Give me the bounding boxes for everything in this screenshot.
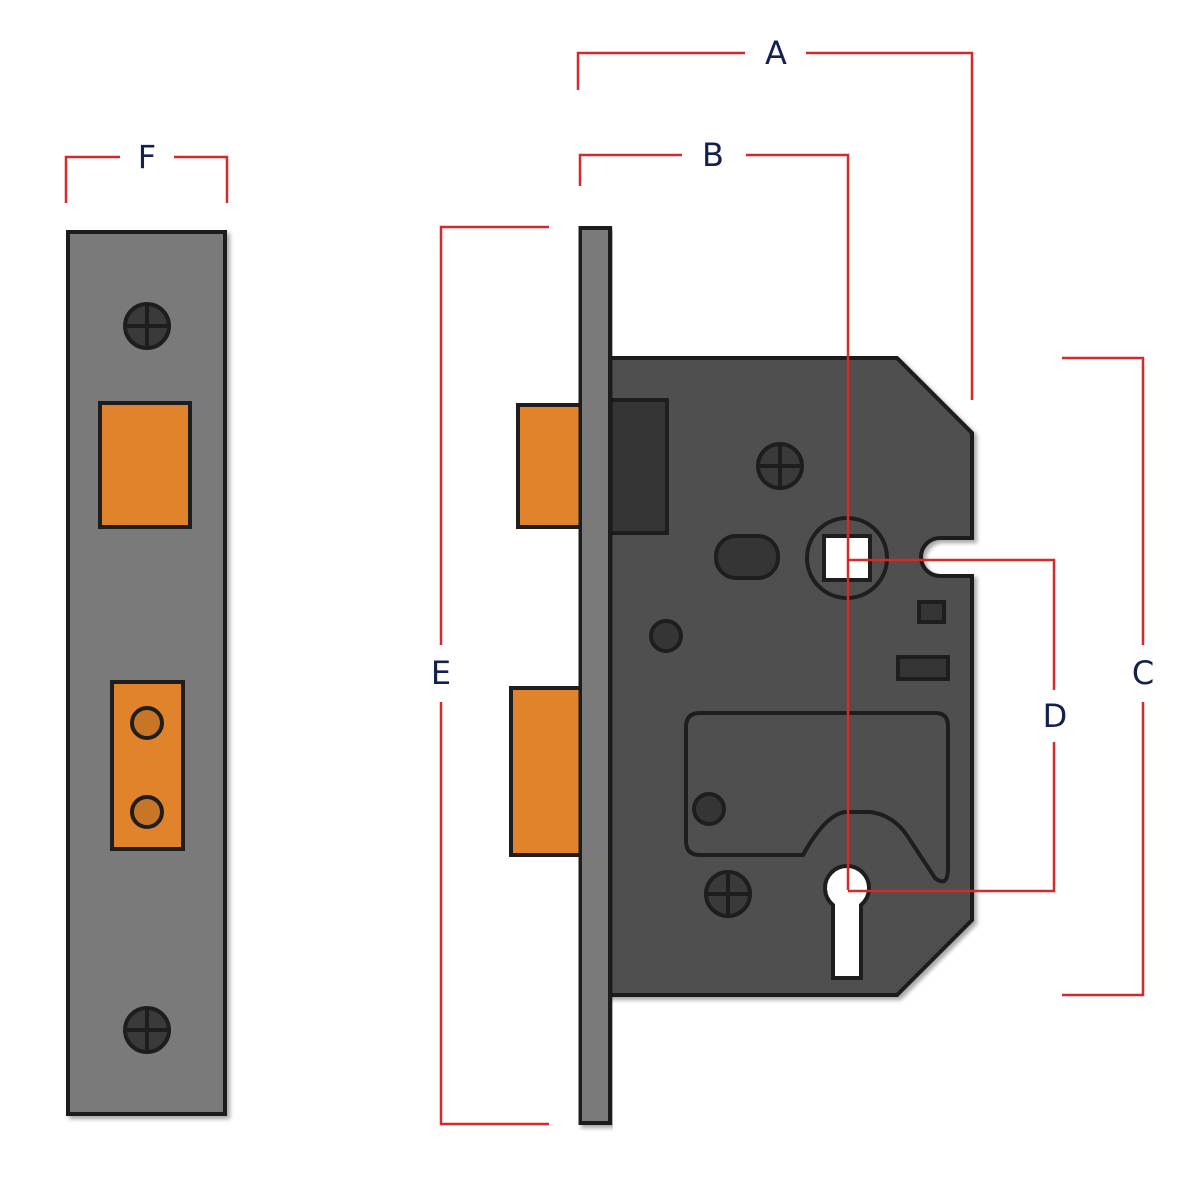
- lock-side-view: [509, 226, 974, 1125]
- dimension-e-line: [439, 225, 549, 645]
- dimension-b-line: [746, 153, 850, 890]
- dimension-a-line: [806, 51, 974, 400]
- lever-plate: [684, 711, 950, 884]
- dimension-f-line: [174, 155, 229, 203]
- dimension-label-e: E: [431, 654, 451, 692]
- latch-housing: [606, 398, 669, 535]
- bolt-pin-icon: [130, 795, 164, 829]
- screw-icon: [704, 870, 752, 918]
- dimension-label-c: C: [1132, 654, 1154, 692]
- keyhole: [823, 864, 871, 980]
- screw-icon: [123, 1006, 171, 1054]
- dimension-c-line: [1062, 356, 1145, 645]
- dimension-d-line: [848, 558, 1056, 690]
- faceplate-latch-opening: [98, 401, 192, 529]
- dimension-label-b: B: [702, 136, 724, 174]
- oval-slot: [714, 534, 780, 580]
- forend: [578, 226, 612, 1125]
- dead-bolt: [509, 686, 590, 857]
- dimension-label-f: F: [138, 138, 156, 176]
- dimension-f-line: [64, 155, 120, 203]
- screw-icon: [756, 442, 804, 490]
- small-slot: [896, 655, 950, 681]
- small-slot: [917, 600, 946, 624]
- dimension-c-line: [1062, 702, 1145, 997]
- rivet-icon: [692, 792, 726, 826]
- faceplate-plate: [66, 230, 227, 1116]
- dimension-b-line: [578, 153, 682, 186]
- rivet-icon: [649, 619, 683, 653]
- bolt-pin-icon: [130, 706, 164, 740]
- latch-bolt: [516, 403, 590, 529]
- dimension-lines: [64, 51, 1145, 1126]
- dimension-label-d: D: [1043, 697, 1068, 735]
- dimension-e-line: [439, 702, 549, 1126]
- dimension-d-line: [848, 742, 1056, 893]
- dimension-a-line: [576, 51, 745, 90]
- dimension-label-a: A: [765, 34, 787, 72]
- screw-icon: [123, 302, 171, 350]
- faceplate: [66, 230, 227, 1116]
